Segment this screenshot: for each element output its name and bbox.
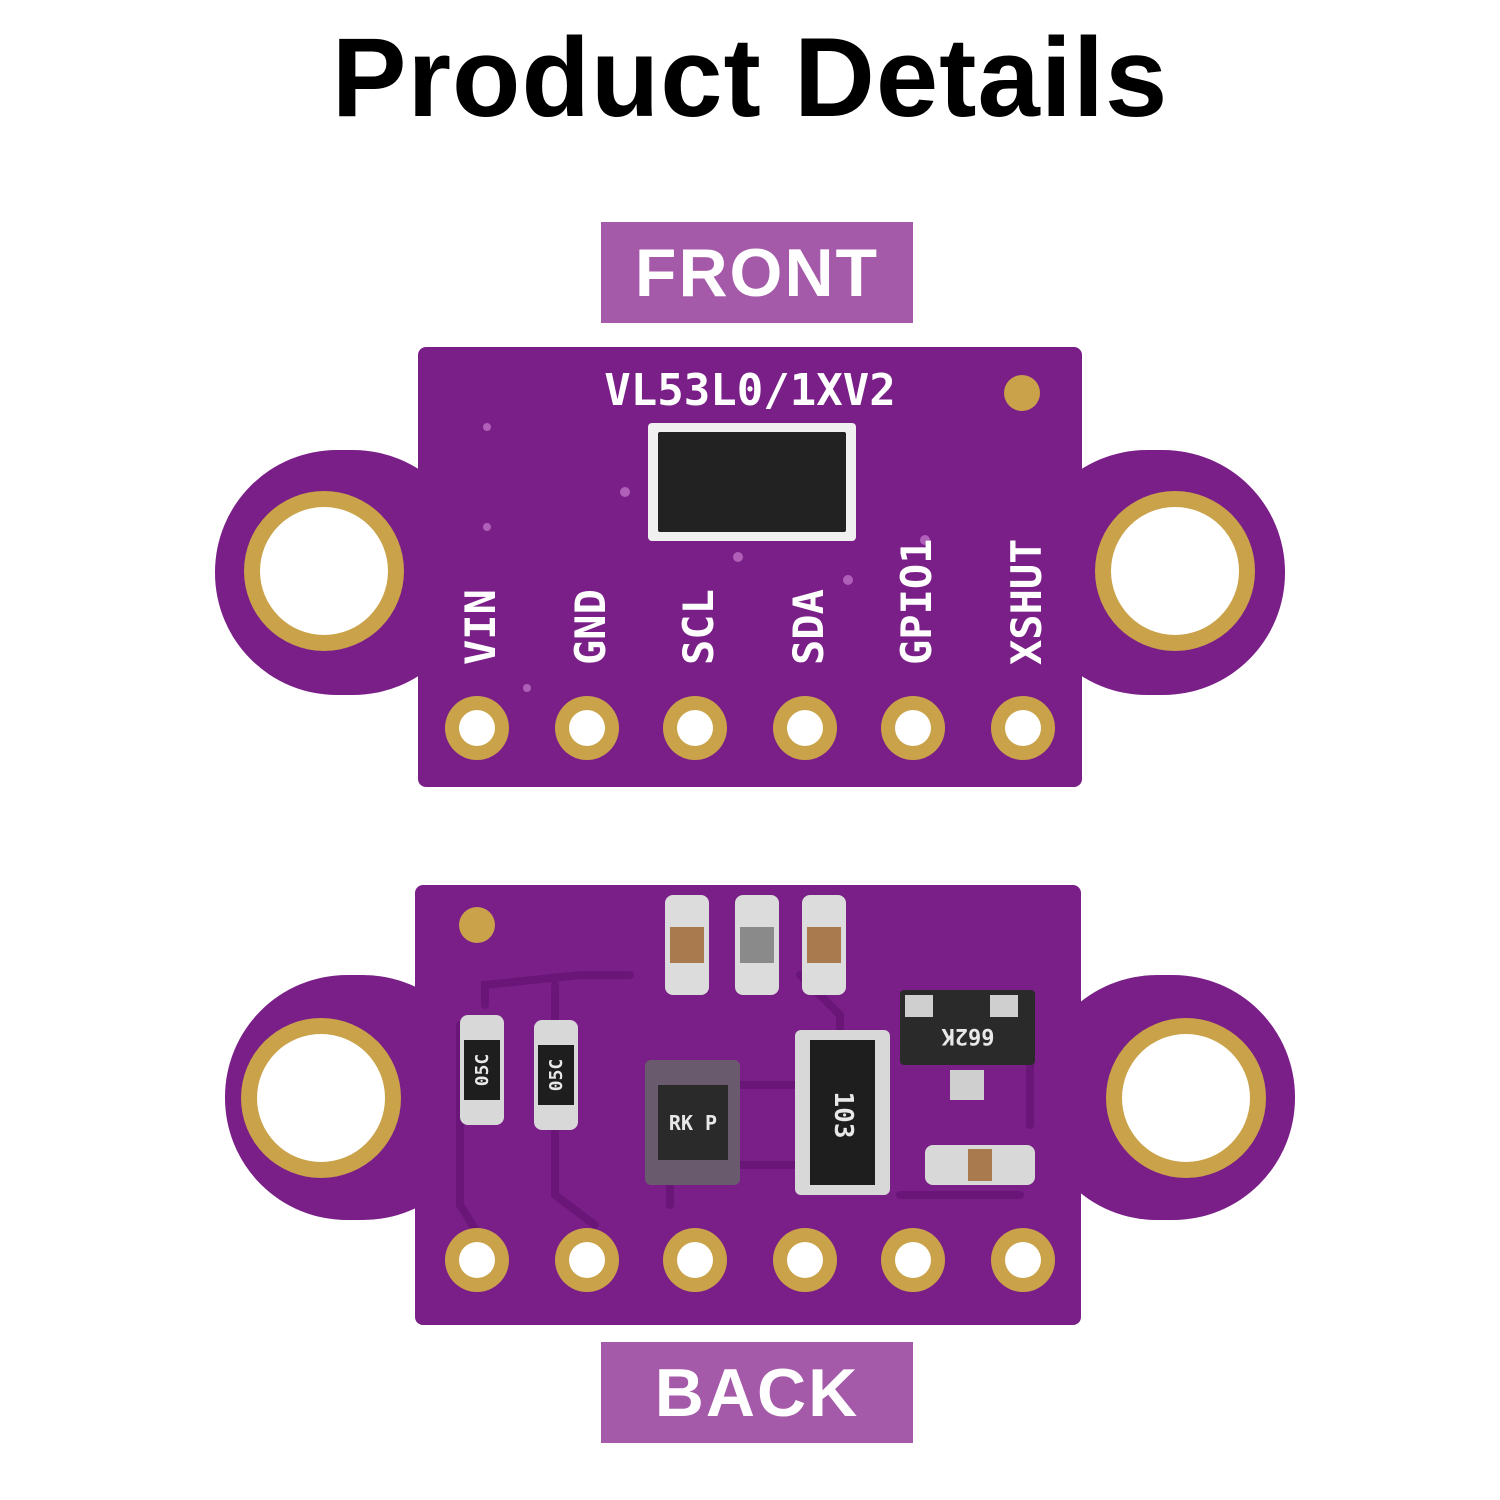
fiducial-pad: [459, 907, 495, 943]
svg-text:103: 103: [828, 1092, 858, 1139]
svg-text:05C: 05C: [472, 1054, 493, 1087]
front-label: FRONT: [601, 222, 913, 323]
capacitor-group: [665, 895, 846, 995]
transistor-662k: 662K: [900, 990, 1035, 1100]
pin-label-gpio1: GPIO1: [892, 539, 941, 665]
board-body: [418, 347, 1082, 787]
pin-label-scl: SCL: [674, 589, 723, 665]
sensor-chip: [658, 432, 846, 532]
svg-text:RK P: RK P: [669, 1111, 717, 1135]
front-board: VL53L0/1XV2 VIN GND SCL SDA GPIO1 XSHUT: [215, 347, 1285, 787]
resistor-array: 103: [795, 1030, 890, 1195]
fiducial-pad: [1004, 375, 1040, 411]
pin-label-xshut: XSHUT: [1002, 539, 1051, 665]
resistor-left-1: 05C: [460, 1015, 504, 1125]
svg-text:05C: 05C: [546, 1059, 567, 1092]
pin-label-vin: VIN: [456, 589, 505, 665]
model-label: VL53L0/1XV2: [604, 365, 895, 416]
capacitor-small: [925, 1145, 1035, 1185]
back-label: BACK: [601, 1342, 913, 1443]
resistor-left-2: 05C: [534, 1020, 578, 1130]
page-title: Product Details: [331, 15, 1169, 140]
pin-label-gnd: GND: [566, 589, 615, 665]
pin-label-sda: SDA: [784, 589, 833, 665]
svg-text:662K: 662K: [941, 1023, 995, 1048]
back-board: 05C 05C RK P 103 662K: [225, 885, 1295, 1325]
ic-chip-rk: RK P: [645, 1060, 740, 1185]
